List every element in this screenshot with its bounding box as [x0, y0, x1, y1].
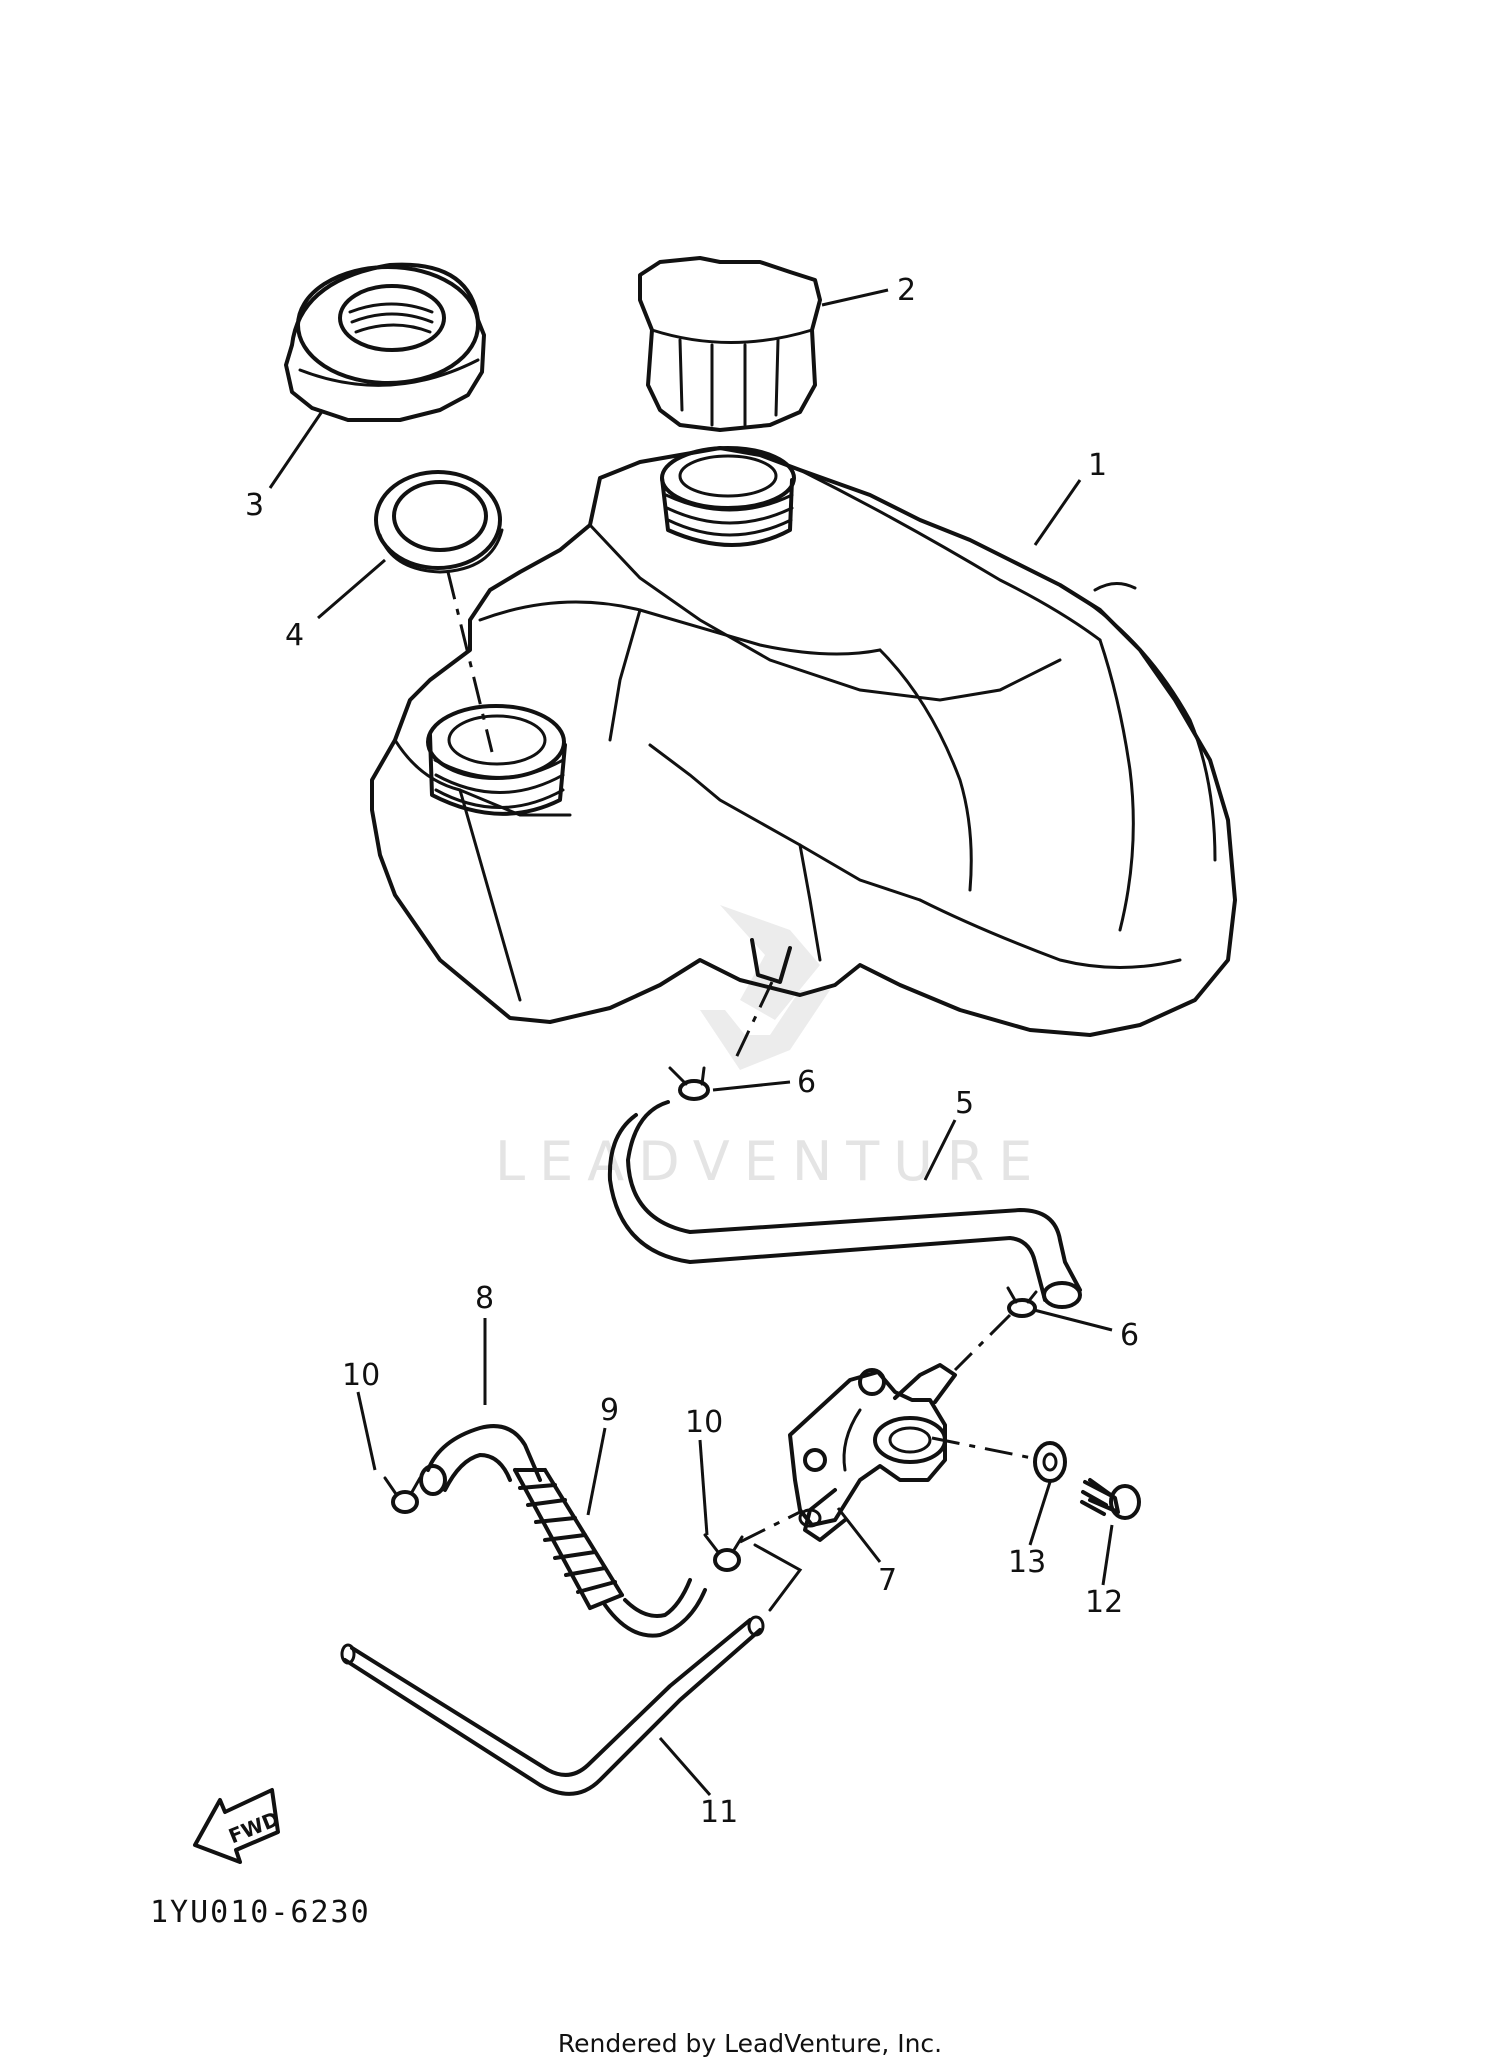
callout-8: 8 [475, 1281, 494, 1316]
part-12-bolt [1080, 1478, 1141, 1520]
figure-code: 1YU010-6230 [150, 1895, 371, 1930]
leader-lines [268, 288, 1114, 1796]
part-9-spring [513, 1468, 707, 1638]
callout-9: 9 [600, 1393, 619, 1428]
callout-6-lower: 6 [1120, 1318, 1139, 1353]
callout-10-left: 10 [342, 1358, 380, 1393]
part-6-clip-lower [1006, 1286, 1038, 1318]
footer-credit: Rendered by LeadVenture, Inc. [558, 2029, 942, 2058]
part-10-clip-left [383, 1476, 422, 1514]
callout-labels: 2 1 3 4 6 5 6 8 9 10 10 7 13 12 11 [245, 273, 1139, 1830]
callout-4: 4 [285, 618, 304, 653]
callout-3: 3 [245, 488, 264, 523]
part-8-hose [419, 1424, 542, 1496]
part-7-fuel-cock [788, 1363, 957, 1542]
callout-10-right: 10 [685, 1405, 723, 1440]
part-10-clip-right [703, 1533, 744, 1572]
part-5-hose [607, 1100, 1082, 1309]
part-13-washer [1033, 1441, 1067, 1483]
callout-6-upper: 6 [797, 1065, 816, 1100]
part-11-hose [340, 1615, 765, 1796]
callout-1: 1 [1088, 448, 1107, 483]
part-6-clip-upper [668, 1066, 710, 1101]
callout-2: 2 [897, 273, 916, 308]
part-3-nut [284, 262, 486, 422]
callout-11: 11 [700, 1795, 738, 1830]
part-1-fuel-tank [370, 446, 1237, 1037]
alignment-lines [446, 571, 1033, 1612]
part-4-seal [374, 470, 504, 574]
callout-7: 7 [878, 1563, 897, 1598]
callout-13: 13 [1008, 1545, 1046, 1580]
watermark-text: LEADVENTURE [495, 1130, 1046, 1193]
part-2-cap [638, 256, 822, 432]
callout-12: 12 [1085, 1585, 1123, 1620]
fwd-arrow-icon: FWD [193, 1788, 283, 1864]
callout-5: 5 [955, 1086, 974, 1121]
watermark: LEADVENTURE [495, 905, 1046, 1193]
